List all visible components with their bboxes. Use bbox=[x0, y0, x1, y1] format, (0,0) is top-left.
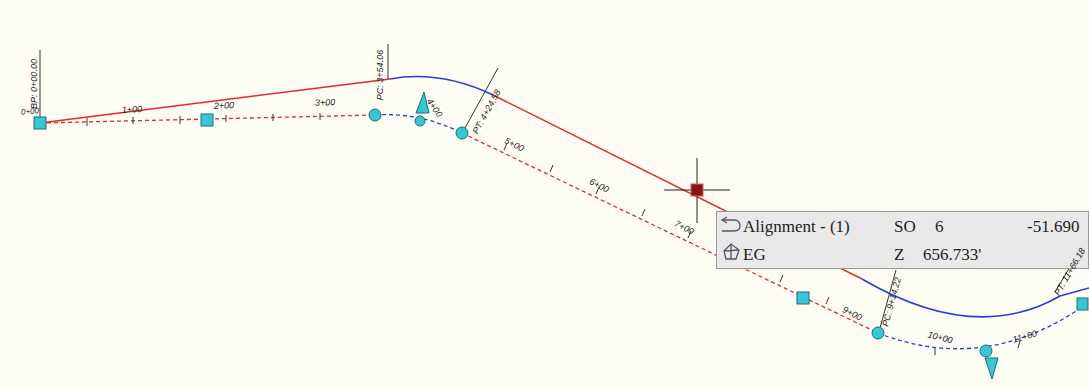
leader-line bbox=[40, 50, 41, 118]
property-key: SO bbox=[894, 218, 916, 235]
station-label: 6+00 bbox=[588, 177, 610, 194]
property-key: Z bbox=[894, 246, 904, 263]
station-label: 10+00 bbox=[927, 331, 954, 346]
tangent-line bbox=[40, 79, 390, 123]
offset-curve bbox=[878, 305, 1085, 349]
property-value: 656.733' bbox=[923, 246, 981, 263]
object-name: EG bbox=[743, 246, 766, 263]
station-label: 5+00 bbox=[503, 136, 525, 153]
leader-line bbox=[388, 44, 389, 79]
object-name: Alignment - (1) bbox=[743, 218, 850, 235]
station-label: 3+00 bbox=[315, 98, 336, 108]
point-label: PC: 9+14.22 bbox=[881, 277, 903, 328]
property-value: 6 bbox=[935, 218, 944, 235]
point-label: BP: 0+00.00 bbox=[30, 59, 39, 109]
grip-markers bbox=[34, 92, 1088, 379]
station-label: 0+00 bbox=[21, 107, 40, 117]
point-label: PC: 3+54.06 bbox=[376, 50, 385, 100]
property-value: -51.690 bbox=[1027, 218, 1079, 235]
station-label: 2+00 bbox=[214, 101, 235, 111]
station-label: 1+00 bbox=[122, 105, 143, 115]
offset-curve bbox=[375, 115, 462, 133]
station-label: 7+00 bbox=[673, 219, 695, 236]
curve-arc bbox=[390, 77, 493, 95]
station-label: 11+00 bbox=[1012, 329, 1038, 344]
point-label: PT: 4+24.58 bbox=[471, 89, 502, 136]
tooltip-box: Alignment - (1) SO 6 -51.690EG Z 656.733' bbox=[716, 211, 1089, 269]
station-label: 9+00 bbox=[841, 305, 863, 322]
offset-tangent bbox=[462, 133, 878, 333]
